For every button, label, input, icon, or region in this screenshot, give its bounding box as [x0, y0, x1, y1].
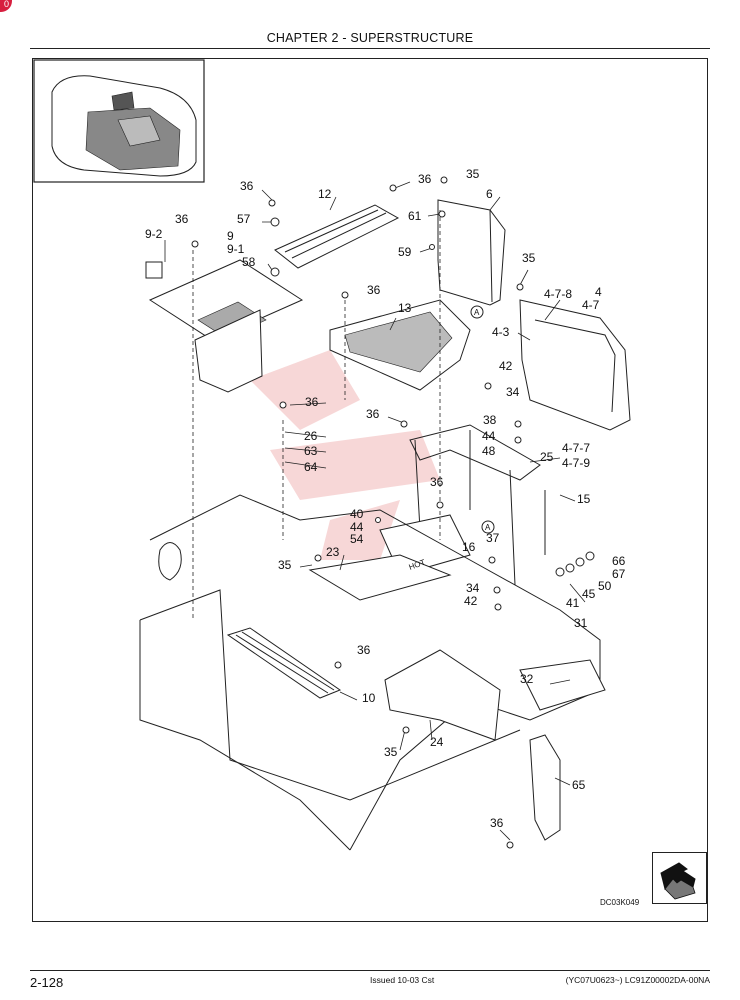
label-9: 9	[227, 229, 234, 243]
part-65-plate	[529, 734, 561, 841]
alignment-lines	[192, 210, 441, 620]
label-36: 36	[305, 395, 319, 409]
label-63: 63	[304, 444, 318, 458]
label-24: 24	[430, 735, 444, 749]
label-6: 6	[486, 187, 493, 201]
label-4-7-8: 4-7-8	[544, 287, 572, 301]
leader-lines	[164, 181, 586, 841]
label-25: 25	[540, 450, 554, 464]
label-32: 32	[520, 672, 534, 686]
diagram-frame	[32, 58, 708, 922]
label-36: 36	[240, 179, 254, 193]
label-35: 35	[278, 558, 292, 572]
label-35: 35	[384, 745, 398, 759]
label-4-7-7: 4-7-7	[562, 441, 590, 455]
label-64: 64	[304, 460, 318, 474]
label-41: 41	[566, 596, 580, 610]
circle-marker-a: A	[481, 520, 495, 534]
label-40: 40	[350, 507, 364, 521]
bolts	[191, 176, 595, 849]
part-labels: 36 12 36 35 6 36 57 61 9-2 9 9-1 58 59 3…	[145, 167, 626, 830]
label-36: 36	[175, 212, 189, 226]
label-36: 36	[366, 407, 380, 421]
part-24-bracket	[384, 649, 501, 741]
label-34: 34	[466, 581, 480, 595]
label-58: 58	[242, 255, 256, 269]
label-61: 61	[408, 209, 422, 223]
chapter-title: CHAPTER 2 - SUPERSTRUCTURE	[266, 31, 474, 45]
overview-inset-drawing	[33, 59, 205, 183]
label-42: 42	[464, 594, 478, 608]
navigation-arrow-box[interactable]	[652, 852, 707, 904]
label-4-7: 4-7	[582, 298, 600, 312]
label-9-1: 9-1	[227, 242, 245, 256]
label-16: 16	[462, 540, 476, 554]
label-65: 65	[572, 778, 586, 792]
page-footer: 2-128 Issued 10-03 Cst (YC07U0623~) LC91…	[30, 970, 710, 990]
label-4-7-9: 4-7-9	[562, 456, 590, 470]
label-31: 31	[574, 616, 588, 630]
label-48: 48	[482, 444, 496, 458]
part-9-grille-panel	[145, 259, 304, 393]
label-34: 34	[506, 385, 520, 399]
label-44: 44	[482, 429, 496, 443]
page-number: 2-128	[30, 975, 64, 990]
label-35: 35	[466, 167, 480, 181]
label-37: 37	[486, 531, 500, 545]
page-header: CHAPTER 2 - SUPERSTRUCTURE	[30, 30, 710, 49]
label-4: 4	[595, 285, 602, 299]
document-code: (YC07U0623~) LC91Z00002DA-00NA	[565, 975, 710, 985]
curved-arrow-icon	[660, 862, 696, 900]
part-13-grille-panel	[329, 299, 471, 391]
label-57: 57	[237, 212, 251, 226]
label-26: 26	[304, 429, 318, 443]
part-10-rail	[226, 627, 342, 699]
label-59: 59	[398, 245, 412, 259]
label-36: 36	[367, 283, 381, 297]
part-12-cover-plate	[274, 204, 400, 269]
svg-text:A: A	[474, 308, 480, 317]
label-35: 35	[522, 251, 536, 265]
label-38: 38	[483, 413, 497, 427]
label-36: 36	[357, 643, 371, 657]
watermark	[250, 350, 440, 560]
label-10: 10	[362, 691, 376, 705]
label-13: 13	[398, 301, 412, 315]
label-45: 45	[582, 587, 596, 601]
label-42: 42	[499, 359, 513, 373]
label-36: 36	[490, 816, 504, 830]
label-54: 54	[350, 532, 364, 546]
figure-code: DC03K049	[600, 898, 640, 907]
part-6-plate	[437, 199, 506, 306]
label-12: 12	[318, 187, 332, 201]
overview-inset	[34, 60, 204, 182]
label-4-3: 4-3	[492, 325, 510, 339]
part-32-bracket	[519, 659, 606, 711]
issued-info: Issued 10-03 Cst	[370, 975, 435, 985]
label-50: 50	[598, 579, 612, 593]
label-66: 66	[612, 554, 626, 568]
circle-marker-a: A	[470, 305, 484, 319]
svg-text:A: A	[485, 523, 491, 532]
label-9-2: 9-2	[145, 227, 163, 241]
label-15: 15	[577, 492, 591, 506]
label-36: 36	[418, 172, 432, 186]
label-36: 36	[430, 475, 444, 489]
label-23: 23	[326, 545, 340, 559]
part-4-side-cover	[519, 299, 631, 431]
label-67: 67	[612, 567, 626, 581]
label-44: 44	[350, 520, 364, 534]
